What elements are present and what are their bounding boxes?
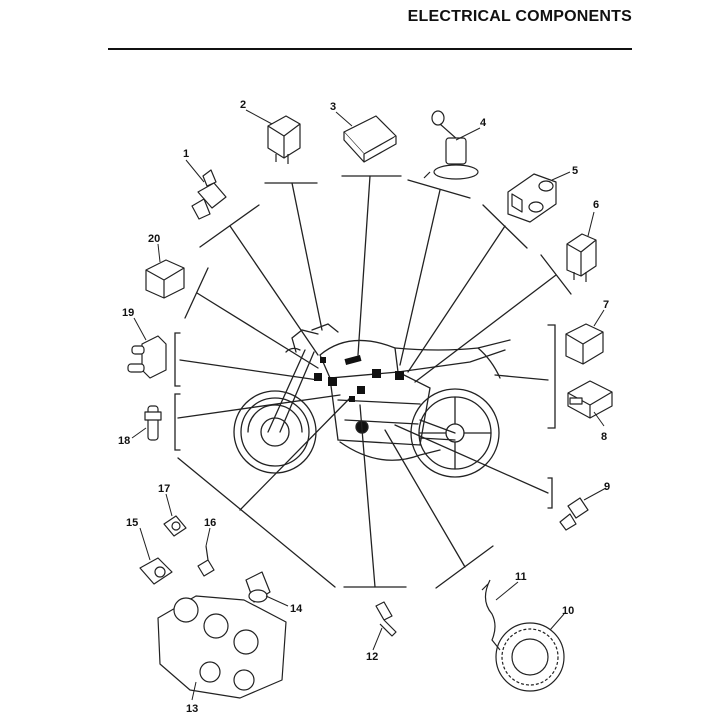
valve-icon xyxy=(127,335,167,379)
sensor-icon xyxy=(163,515,187,537)
callout-12: 12 xyxy=(366,651,378,663)
callout-2: 2 xyxy=(240,99,246,111)
stator-coil-icon xyxy=(495,622,565,692)
component-markers xyxy=(314,355,404,402)
callout-5: 5 xyxy=(572,165,578,177)
sensor-icon xyxy=(245,571,271,603)
callout-19: 19 xyxy=(122,307,134,319)
callout-13: 13 xyxy=(186,703,198,715)
callout-7: 7 xyxy=(603,299,609,311)
callout-15: 15 xyxy=(126,517,138,529)
page-title: ELECTRICAL COMPONENTS xyxy=(407,8,632,25)
relay-icon xyxy=(267,115,301,164)
throttle-body-icon xyxy=(157,595,287,699)
callout-3: 3 xyxy=(330,101,336,113)
callout-9: 9 xyxy=(604,481,610,493)
wire-lead-icon xyxy=(481,579,501,651)
callout-6: 6 xyxy=(593,199,599,211)
callout-17: 17 xyxy=(158,483,170,495)
bracket xyxy=(177,457,336,588)
fuse-box-icon xyxy=(567,380,613,419)
bracket xyxy=(547,477,553,509)
callout-20: 20 xyxy=(148,233,160,245)
bracket xyxy=(407,179,471,199)
callout-18: 18 xyxy=(118,435,130,447)
callout-4: 4 xyxy=(480,117,487,129)
bracket xyxy=(174,393,181,451)
fuel-pump-icon xyxy=(423,110,479,180)
bracket xyxy=(547,324,556,429)
sensor-icon xyxy=(559,497,589,531)
callout-8: 8 xyxy=(601,431,607,443)
callout-10: 10 xyxy=(562,605,574,617)
injector-icon xyxy=(144,405,162,441)
sensor-icon xyxy=(197,545,215,577)
sensor-probe-icon xyxy=(191,169,227,220)
relay-icon xyxy=(566,233,597,282)
header-divider xyxy=(108,48,632,50)
callout-11: 11 xyxy=(515,571,527,583)
motorcycle-illustration xyxy=(233,323,511,478)
sensor-icon xyxy=(139,557,173,585)
relay-icon xyxy=(145,259,185,299)
callout-14: 14 xyxy=(290,603,303,615)
bracket xyxy=(174,332,181,387)
callout-labels: 1 2 3 4 5 6 7 8 9 10 11 12 13 14 15 16 1… xyxy=(118,99,610,715)
callout-16: 16 xyxy=(204,517,216,529)
switch-block-icon xyxy=(507,173,557,223)
callout-1: 1 xyxy=(183,148,189,160)
ecu-box-icon xyxy=(343,115,397,163)
relay-icon xyxy=(565,323,604,365)
temperature-sensor-icon xyxy=(375,601,397,637)
